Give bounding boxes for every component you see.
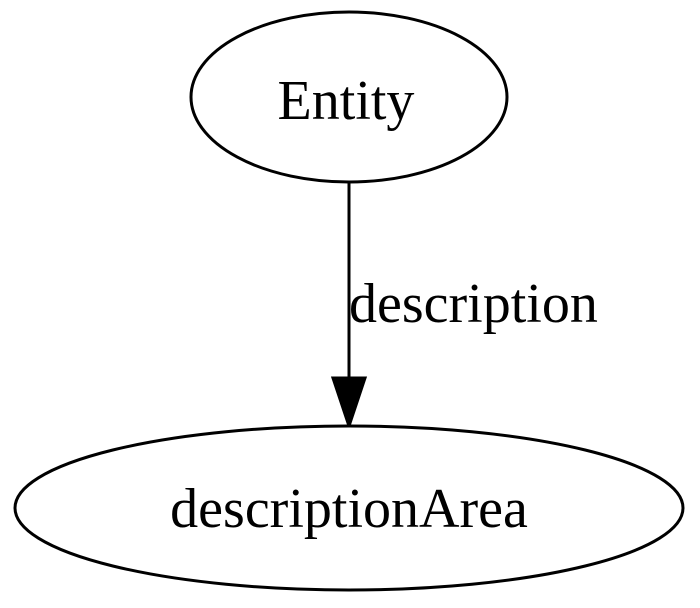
node-entity-label: Entity bbox=[278, 70, 415, 132]
edge-description: description bbox=[330, 182, 598, 431]
node-description-area: descriptionArea bbox=[13, 424, 685, 592]
edge-description-arrowhead bbox=[330, 376, 368, 431]
node-description-area-label: descriptionArea bbox=[170, 478, 528, 540]
node-entity: Entity bbox=[189, 10, 509, 184]
node-description-area-shape bbox=[13, 424, 685, 592]
edge-description-label: description bbox=[349, 273, 598, 335]
